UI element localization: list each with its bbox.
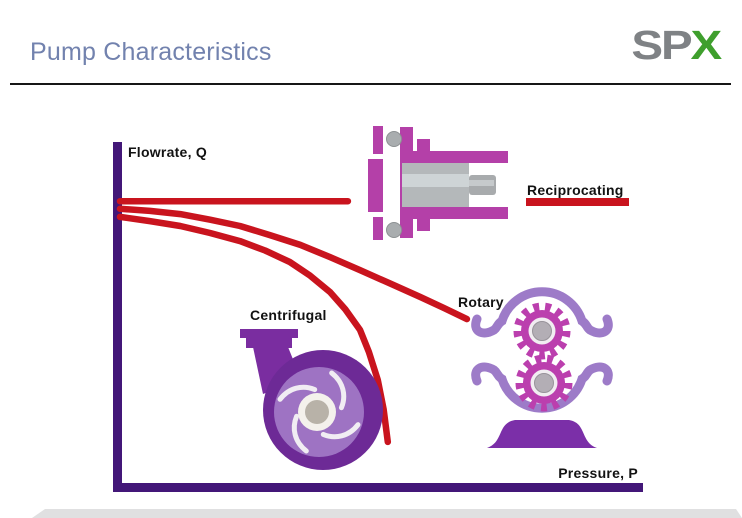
spx-logo-gray-letters: SP	[631, 23, 692, 69]
x-axis-label: Pressure, P	[558, 465, 638, 481]
label-reciprocating: Reciprocating	[527, 182, 624, 198]
port-stub-top	[417, 139, 430, 153]
page-title: Pump Characteristics	[30, 38, 272, 66]
spx-logo-green-letter: X	[690, 23, 722, 69]
gear-bottom	[515, 354, 573, 412]
reciprocating-underline-bar	[526, 198, 629, 206]
piston-highlight	[402, 174, 469, 187]
label-centrifugal: Centrifugal	[250, 307, 327, 323]
valve-chest-mid	[368, 159, 383, 212]
valve-ball-bottom	[386, 222, 402, 238]
centrifugal-pump-illustration	[240, 329, 383, 470]
valve-chest-bottom	[373, 217, 383, 240]
gear-top	[513, 302, 571, 360]
cylinder-wall-top	[400, 151, 508, 163]
valve-chest-top	[373, 126, 383, 154]
pump-base	[487, 420, 597, 448]
curve-centrifugal	[116, 213, 392, 446]
bottom-edge-bar	[32, 509, 742, 518]
vane	[291, 413, 309, 454]
rotary-gear-pump-illustration	[471, 287, 613, 448]
gear-teeth	[515, 354, 573, 412]
casing-top	[471, 287, 613, 338]
spx-logo: SPX	[631, 23, 722, 69]
impeller-vanes	[277, 370, 361, 454]
curve-rotary	[116, 205, 471, 323]
reciprocating-pump-illustration	[368, 126, 508, 240]
cylinder-wall-bottom	[400, 207, 508, 219]
piston-rod-highlight	[469, 180, 494, 186]
inlet-neck	[246, 337, 292, 348]
label-rotary: Rotary	[458, 294, 504, 310]
hub	[305, 400, 329, 424]
port-stub-bottom	[417, 217, 430, 231]
vane	[320, 422, 361, 440]
vane	[277, 384, 318, 402]
y-axis-bar	[113, 142, 122, 492]
y-axis-label: Flowrate, Q	[128, 144, 207, 160]
valve-ball-top	[386, 131, 402, 147]
gear-hub	[534, 373, 554, 393]
inlet-flange	[240, 329, 298, 338]
x-axis-bar	[113, 483, 643, 492]
gear-hub	[532, 321, 552, 341]
gear-teeth	[513, 302, 571, 360]
header-divider	[10, 83, 731, 85]
vane	[329, 370, 347, 411]
